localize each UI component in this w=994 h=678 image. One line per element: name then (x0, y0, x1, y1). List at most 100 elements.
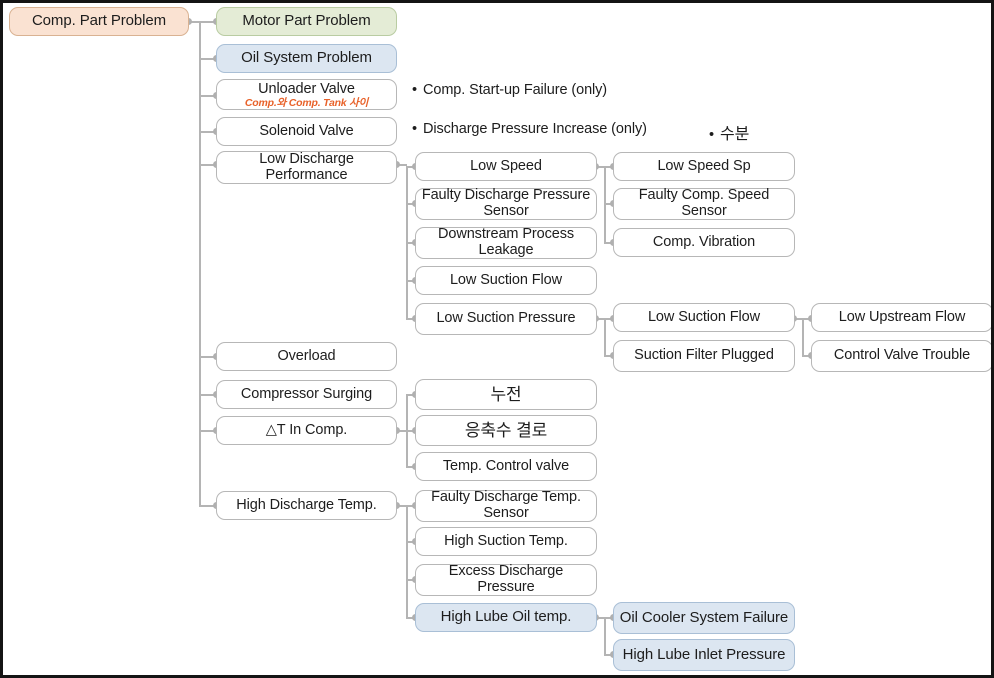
node-label: Low Speed Sp (657, 158, 751, 175)
node-label: High Discharge Temp. (236, 497, 377, 514)
node-low-suction-flow-2[interactable]: Low Suction Flow (613, 303, 795, 332)
connector (795, 318, 803, 320)
connector (199, 505, 217, 507)
node-high-discharge-temp[interactable]: High Discharge Temp. (216, 491, 397, 520)
connector (406, 203, 416, 205)
node-oil-cooler-system-failure[interactable]: Oil Cooler System Failure (613, 602, 795, 634)
node-low-upstream-flow[interactable]: Low Upstream Flow (811, 303, 991, 332)
node-label: Control Valve Trouble (833, 347, 971, 364)
node-label: Low Speed (470, 158, 542, 175)
node-label: 누전 (490, 384, 522, 404)
connector-trunk (199, 21, 201, 506)
node-nujeon[interactable]: 누전 (415, 379, 597, 410)
connector (406, 505, 408, 617)
node-label: Comp. Part Problem (31, 12, 167, 30)
node-label: Motor Part Problem (242, 12, 371, 30)
connector (406, 280, 416, 282)
node-suction-filter-plugged[interactable]: Suction Filter Plugged (613, 340, 795, 372)
node-unloader-valve[interactable]: Unloader Valve Comp.와 Comp. Tank 사이 (216, 79, 397, 110)
connector (802, 318, 804, 356)
connector (597, 166, 605, 168)
node-label: Low Discharge Performance (259, 150, 354, 183)
bullet-icon: • (412, 82, 417, 98)
node-label: High Lube Oil temp. (440, 608, 572, 626)
node-comp-part-problem[interactable]: Comp. Part Problem (9, 7, 189, 36)
node-low-suction-flow[interactable]: Low Suction Flow (415, 266, 597, 295)
connector (189, 21, 201, 23)
node-label: Low Upstream Flow (838, 309, 966, 326)
connector (604, 617, 614, 619)
connector (604, 203, 614, 205)
node-motor-part-problem[interactable]: Motor Part Problem (216, 7, 397, 36)
node-label: Faulty Comp. Speed Sensor (638, 187, 770, 219)
note-text: Comp. Start-up Failure (only) (422, 82, 608, 98)
node-label: Faulty Discharge Temp. Sensor (431, 489, 581, 521)
connector (406, 617, 416, 619)
node-high-suction-temp[interactable]: High Suction Temp. (415, 527, 597, 556)
node-comp-vibration[interactable]: Comp. Vibration (613, 228, 795, 257)
node-label: Excess Discharge Pressure (448, 563, 564, 595)
connector (604, 355, 614, 357)
connector (406, 579, 416, 581)
connector (406, 318, 416, 320)
node-label: High Lube Inlet Pressure (622, 645, 786, 663)
connector (406, 466, 416, 468)
connector (604, 318, 606, 356)
node-overload[interactable]: Overload (216, 342, 397, 371)
node-label: Low Suction Flow (449, 272, 563, 289)
connector (397, 164, 407, 166)
note-moisture: •수분 (709, 120, 749, 144)
node-faulty-discharge-pressure-sensor[interactable]: Faulty Discharge Pressure Sensor (415, 187, 597, 220)
node-high-lube-inlet-pressure[interactable]: High Lube Inlet Pressure (613, 639, 795, 671)
node-label: Downstream Process Leakage (438, 226, 574, 258)
node-label: Low Suction Pressure (436, 310, 576, 327)
node-low-speed-sp[interactable]: Low Speed Sp (613, 152, 795, 181)
node-temp-control-valve[interactable]: Temp. Control valve (415, 452, 597, 481)
node-label: Temp. Control valve (442, 458, 570, 475)
node-solenoid-valve[interactable]: Solenoid Valve (216, 117, 397, 146)
node-low-speed[interactable]: Low Speed (415, 152, 597, 181)
node-control-valve-trouble[interactable]: Control Valve Trouble (811, 340, 991, 372)
connector (406, 505, 416, 507)
note-text: 수분 (719, 126, 750, 143)
node-label: Comp. Vibration (652, 234, 756, 251)
node-label: Oil Cooler System Failure (619, 608, 789, 626)
connector (199, 21, 217, 23)
node-label: Solenoid Valve (259, 123, 354, 140)
connector (406, 541, 416, 543)
node-condensate-dew[interactable]: 응축수 결로 (415, 415, 597, 446)
node-label: Overload (277, 348, 336, 365)
connector (199, 394, 217, 396)
connector (199, 356, 217, 358)
node-label: High Suction Temp. (444, 533, 568, 550)
connector (604, 166, 614, 168)
node-high-lube-oil-temp[interactable]: High Lube Oil temp. (415, 603, 597, 632)
connector (604, 617, 606, 655)
node-label: Suction Filter Plugged (634, 347, 774, 364)
node-label: Oil System Problem (241, 49, 372, 67)
node-label: △T In Comp. (265, 422, 348, 439)
connector (597, 318, 605, 320)
node-low-discharge-performance[interactable]: Low Discharge Performance (216, 151, 397, 184)
connector (397, 505, 407, 507)
node-delta-t-in-comp[interactable]: △T In Comp. (216, 416, 397, 445)
node-label: Compressor Surging (240, 386, 373, 403)
node-low-suction-pressure[interactable]: Low Suction Pressure (415, 303, 597, 335)
node-label: 응축수 결로 (464, 420, 548, 440)
connector (199, 430, 217, 432)
node-compressor-surging[interactable]: Compressor Surging (216, 380, 397, 409)
node-oil-system-problem[interactable]: Oil System Problem (216, 44, 397, 73)
connector (604, 242, 614, 244)
node-excess-discharge-pressure[interactable]: Excess Discharge Pressure (415, 563, 597, 596)
node-sublabel: Comp.와 Comp. Tank 사이 (244, 96, 369, 109)
connector (604, 318, 614, 320)
node-faulty-comp-speed-sensor[interactable]: Faulty Comp. Speed Sensor (613, 187, 795, 220)
node-faulty-discharge-temp-sensor[interactable]: Faulty Discharge Temp. Sensor (415, 489, 597, 522)
node-label: Faulty Discharge Pressure Sensor (421, 187, 591, 219)
connector (406, 430, 416, 432)
connector (406, 166, 416, 168)
connector (199, 131, 217, 133)
node-downstream-process-leakage[interactable]: Downstream Process Leakage (415, 226, 597, 259)
connector (406, 394, 416, 396)
